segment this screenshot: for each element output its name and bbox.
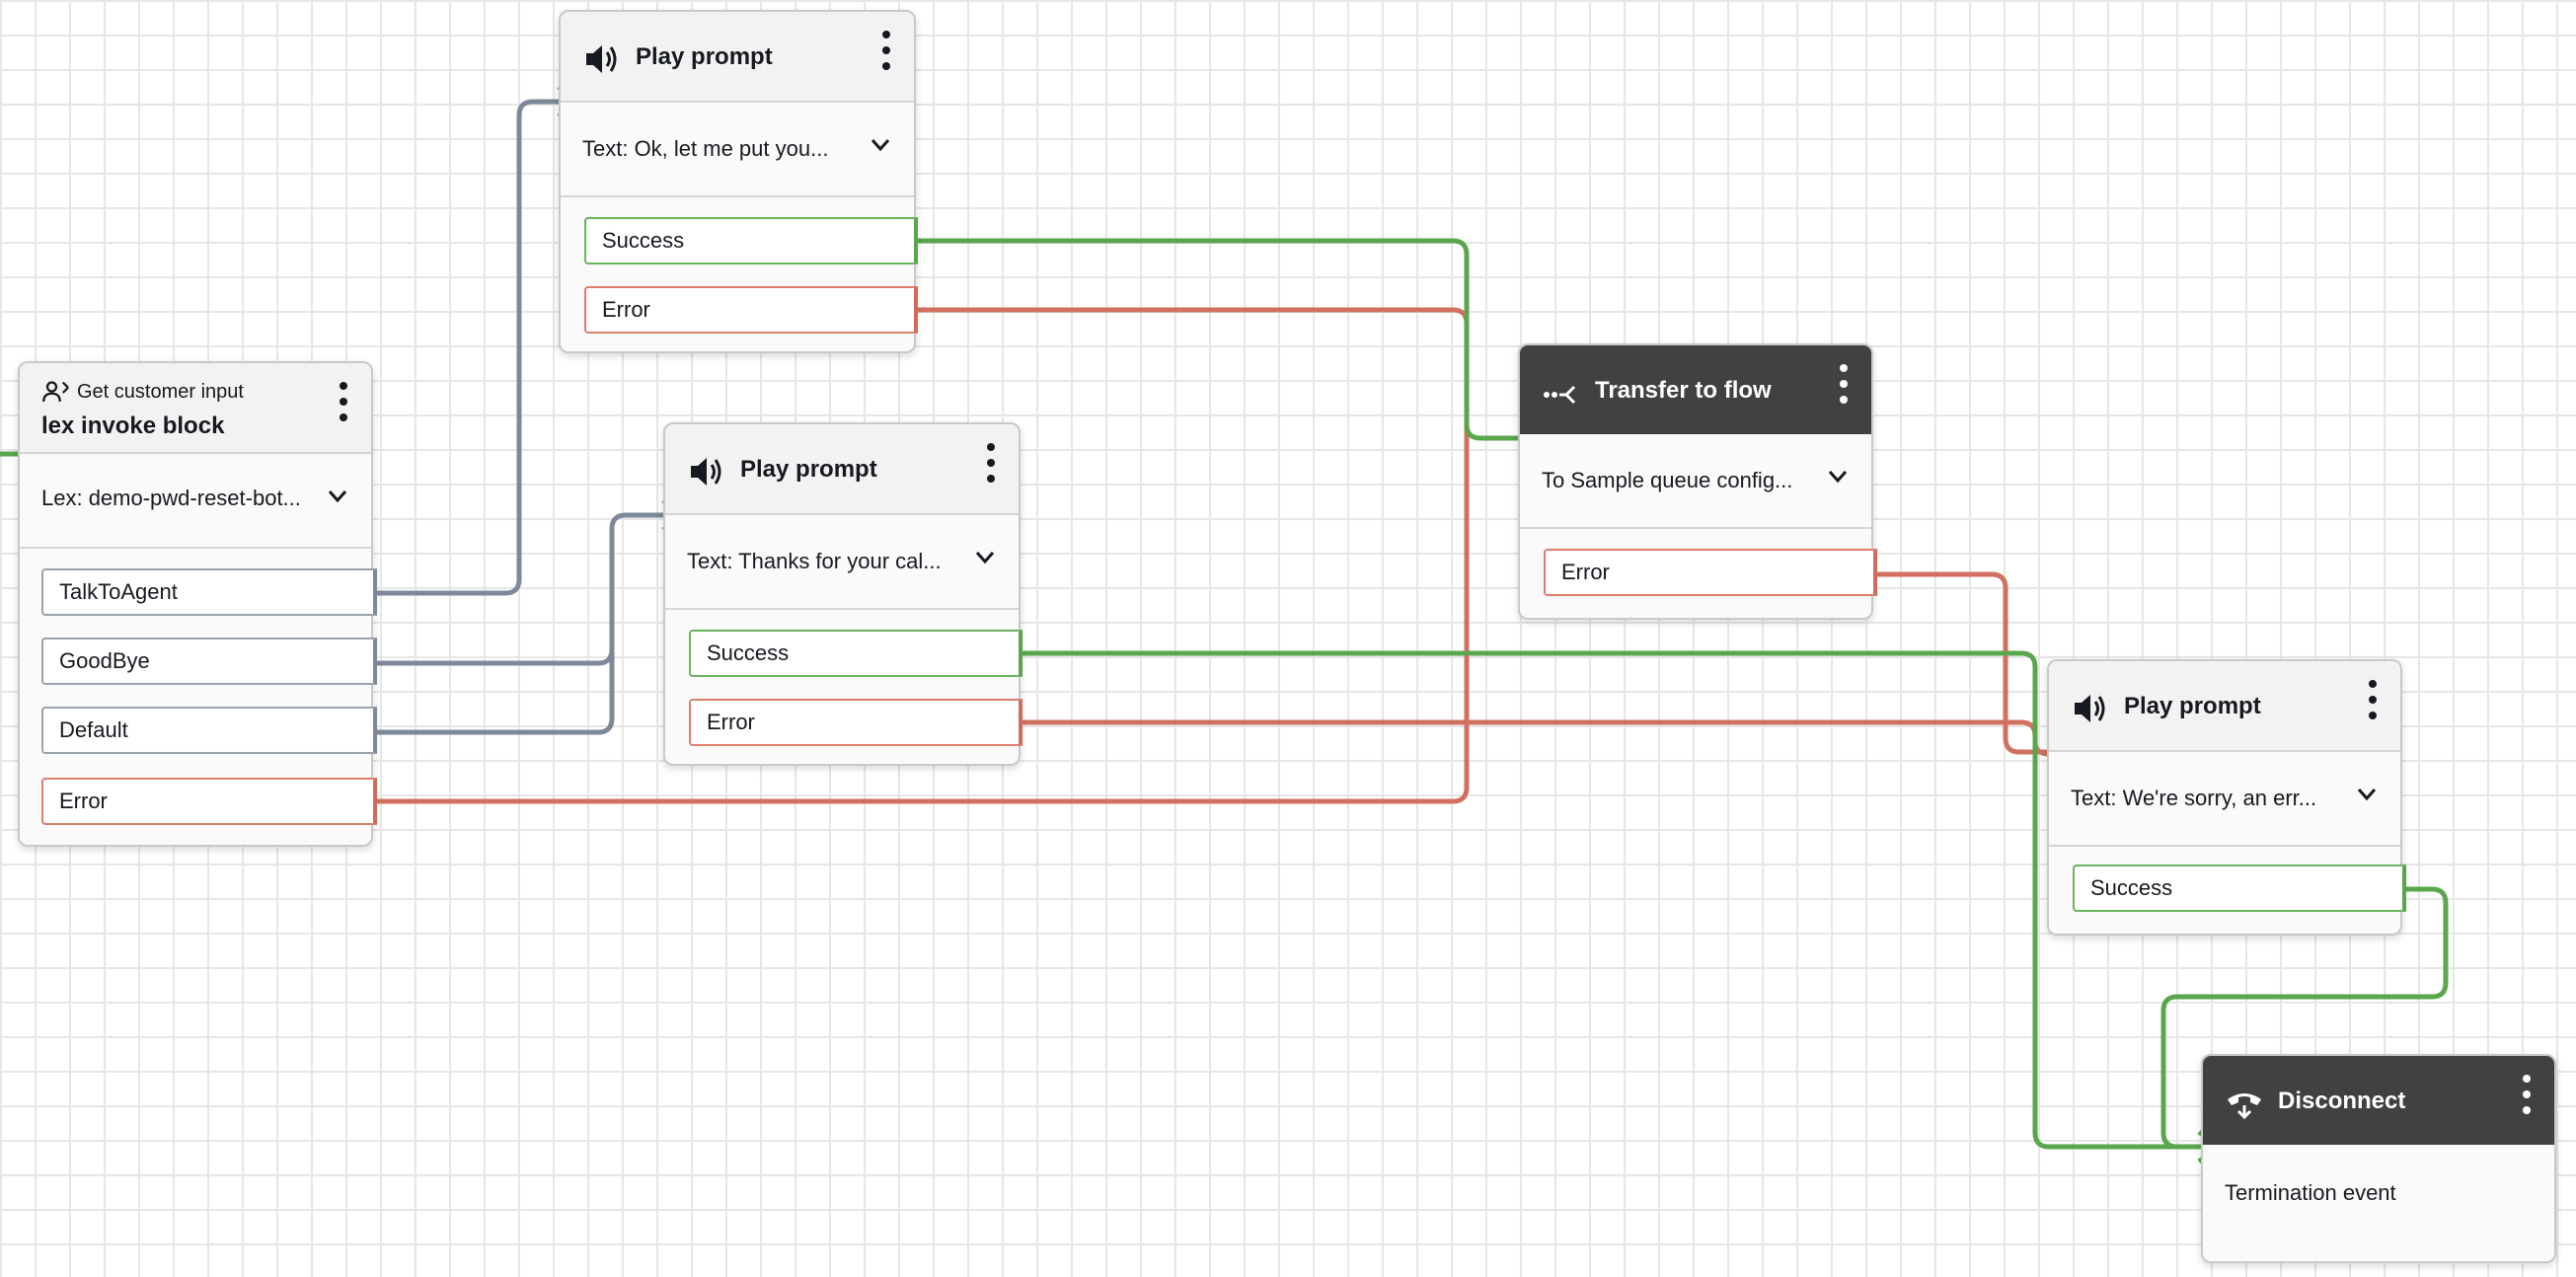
- block-title: Disconnect: [2278, 1088, 2406, 1114]
- block-body-text: Termination event: [2225, 1180, 2396, 1205]
- speaker-icon: [691, 458, 721, 486]
- connector-prompt2-success[interactable]: [1021, 650, 2211, 1150]
- parameter-text: Lex: demo-pwd-reset-bot...: [41, 486, 301, 510]
- block-parameter[interactable]: Text: Thanks for your cal...: [665, 515, 1019, 610]
- block-header: Get customer input lex invoke block: [20, 363, 371, 454]
- more-options-icon[interactable]: [1838, 363, 1850, 405]
- disconnect-phone-icon: [2228, 1093, 2261, 1120]
- play-prompt-block-3[interactable]: Play prompt Text: We're sorry, an err...…: [2047, 659, 2406, 936]
- block-header: Play prompt: [2049, 661, 2400, 752]
- connector-input-error[interactable]: [373, 307, 1470, 804]
- speaker-icon: [586, 45, 617, 73]
- branch-success[interactable]: Success: [689, 630, 1023, 677]
- customer-input-icon: [42, 381, 69, 403]
- block-parameter[interactable]: Text: Ok, let me put you...: [561, 103, 914, 197]
- chevron-down-icon[interactable]: [2357, 788, 2377, 801]
- more-options-icon[interactable]: [2367, 679, 2379, 720]
- parameter-text: Text: Thanks for your cal...: [687, 549, 942, 573]
- branch-success[interactable]: Success: [2073, 864, 2406, 912]
- chevron-down-icon[interactable]: [328, 489, 347, 503]
- branch-error[interactable]: Error: [689, 699, 1023, 746]
- disconnect-block[interactable]: Disconnect Termination event: [2201, 1054, 2556, 1263]
- block-header: Play prompt: [561, 12, 914, 103]
- block-title: Transfer to flow: [1595, 377, 1772, 404]
- block-name: lex invoke block: [41, 413, 225, 439]
- chevron-down-icon[interactable]: [1828, 470, 1848, 484]
- parameter-text: To Sample queue config...: [1542, 468, 1793, 492]
- connector-prompt1-success[interactable]: [916, 238, 1532, 441]
- block-title: Play prompt: [636, 43, 773, 70]
- play-prompt-block-1[interactable]: Play prompt Text: Ok, let me put you... …: [559, 10, 918, 353]
- block-header: Disconnect: [2203, 1056, 2554, 1145]
- block-parameter[interactable]: Lex: demo-pwd-reset-bot...: [20, 454, 371, 549]
- chevron-down-icon[interactable]: [975, 551, 995, 564]
- parameter-text: Text: We're sorry, an err...: [2071, 786, 2317, 810]
- block-parameter[interactable]: To Sample queue config...: [1520, 434, 1871, 529]
- block-title: Play prompt: [740, 456, 877, 483]
- parameter-text: Text: Ok, let me put you...: [582, 136, 829, 161]
- connector-prompt3-success[interactable]: [2160, 886, 2449, 1150]
- transfer-to-flow-block[interactable]: Transfer to flow To Sample queue config.…: [1518, 343, 1877, 620]
- branch-error[interactable]: Error: [41, 778, 377, 825]
- branch-default[interactable]: Default: [41, 707, 377, 754]
- connector-prompt2-error[interactable]: [1021, 719, 2063, 757]
- connector-transfer-error[interactable]: [1873, 571, 2063, 755]
- connector-talktoagent[interactable]: [373, 99, 572, 596]
- transfer-flow-icon: [1544, 385, 1576, 405]
- branch-error[interactable]: Error: [1544, 549, 1877, 596]
- block-title: Play prompt: [2124, 693, 2261, 719]
- play-prompt-block-2[interactable]: Play prompt Text: Thanks for your cal...…: [663, 422, 1023, 766]
- branch-goodbye[interactable]: GoodBye: [41, 638, 377, 685]
- branch-talktoagent[interactable]: TalkToAgent: [41, 568, 377, 616]
- connector-default[interactable]: [373, 529, 615, 735]
- connector-goodbye[interactable]: [373, 512, 677, 666]
- branch-error[interactable]: Error: [584, 286, 918, 334]
- speaker-icon: [2075, 695, 2105, 722]
- branch-success[interactable]: Success: [584, 217, 918, 264]
- block-header: Transfer to flow: [1520, 345, 1871, 434]
- block-parameter[interactable]: Text: We're sorry, an err...: [2049, 752, 2400, 847]
- get-customer-input-block[interactable]: Get customer input lex invoke block Lex:…: [18, 361, 377, 847]
- chevron-down-icon[interactable]: [871, 138, 890, 152]
- more-options-icon[interactable]: [985, 442, 997, 484]
- more-options-icon[interactable]: [2521, 1074, 2533, 1115]
- more-options-icon[interactable]: [880, 30, 892, 71]
- block-type-label: Get customer input: [77, 381, 244, 403]
- block-header: Play prompt: [665, 424, 1019, 515]
- more-options-icon[interactable]: [338, 381, 349, 422]
